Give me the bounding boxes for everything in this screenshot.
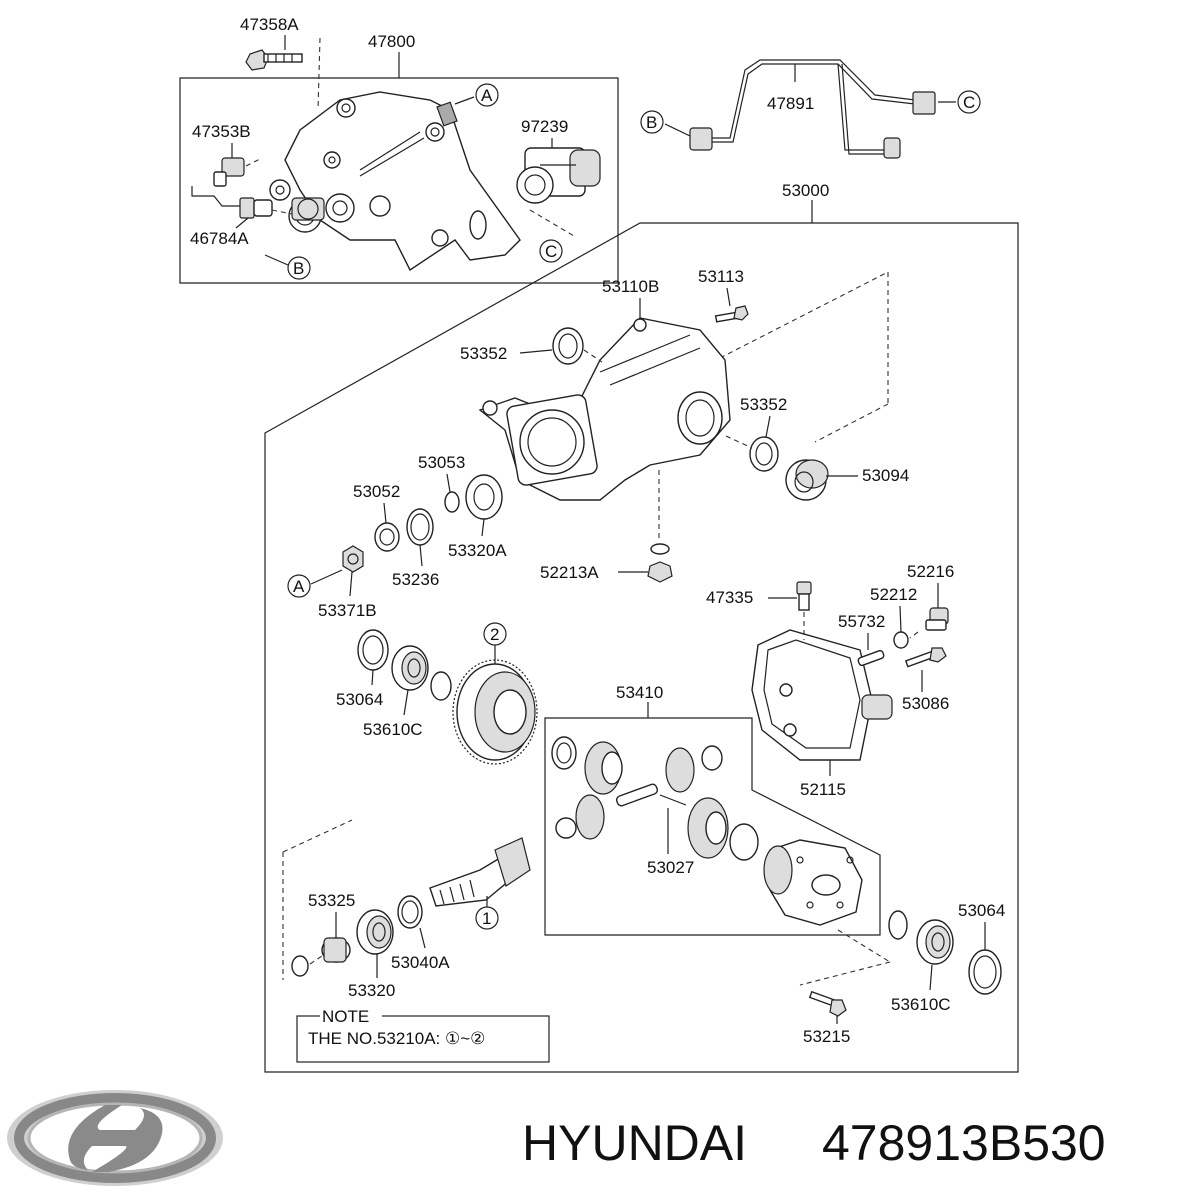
label-52213A: 52213A [540, 563, 599, 582]
ref-marker-A-lower [287, 574, 311, 598]
ref-marker-C-right [957, 90, 981, 114]
label-47358A: 47358A [240, 15, 299, 34]
bearing-53320A [465, 474, 503, 520]
label-47335: 47335 [706, 588, 753, 607]
label-53371B: 53371B [318, 601, 377, 620]
label-53064-left: 53064 [336, 690, 383, 709]
label-53000: 53000 [782, 181, 829, 200]
bolt-47358A [245, 49, 303, 71]
label-53113: 53113 [698, 267, 744, 286]
label-53410: 53410 [616, 683, 663, 702]
carrier-housing-53110B [478, 317, 731, 501]
ref-C-right: C [963, 93, 975, 112]
note-title: NOTE [322, 1007, 369, 1026]
gasket-52213A [650, 543, 670, 555]
label-97239: 97239 [521, 117, 568, 136]
note-box: NOTE THE NO.53210A: ①~② [296, 1006, 550, 1063]
bolt-53215 [808, 990, 847, 1017]
label-53094: 53094 [862, 466, 909, 485]
seal-small-left [291, 955, 309, 977]
ref-A-top: A [481, 86, 493, 105]
ref-1: 1 [482, 909, 491, 928]
rear-cover-52115 [751, 629, 893, 761]
differential-case [763, 839, 863, 926]
bolt-47335 [796, 581, 812, 611]
note-text: THE NO.53210A: ①~② [308, 1029, 485, 1048]
label-47353B: 47353B [192, 122, 251, 141]
label-53610C-right: 53610C [891, 995, 951, 1014]
label-53064-right: 53064 [958, 901, 1005, 920]
transfer-assembly-group: 47800 47358A [179, 15, 619, 284]
plug-52213A [647, 561, 673, 583]
connector-46784A [191, 186, 293, 219]
label-55732: 55732 [838, 612, 885, 631]
box-47800 [179, 77, 619, 284]
label-53086: 53086 [902, 694, 949, 713]
nut-53371B [342, 545, 364, 573]
label-53027: 53027 [647, 858, 694, 877]
transfer-case-body [269, 91, 521, 272]
hyundai-logo [7, 1090, 223, 1186]
ref-marker-C-left [539, 239, 563, 263]
seal-53352-upper [552, 327, 584, 365]
label-53053: 53053 [418, 453, 465, 472]
ref-marker-B-left [287, 256, 311, 280]
ref-C-left: C [545, 242, 557, 261]
label-52115: 52115 [800, 780, 846, 799]
spacer-53052 [374, 522, 400, 552]
pinion-gear [429, 837, 531, 907]
label-53320A: 53320A [448, 541, 507, 560]
ref-B-right: B [646, 113, 657, 132]
bolt-53113 [714, 305, 749, 323]
ring-53053 [444, 491, 460, 513]
ref-2: 2 [490, 625, 499, 644]
ref-B-left: B [293, 259, 304, 278]
label-53110B: 53110B [602, 277, 659, 296]
label-47800: 47800 [368, 32, 415, 51]
differential-assembly-group: 53000 53110B 53113 53352 [264, 181, 1019, 1073]
plug-52216 [925, 607, 949, 631]
label-52212: 52212 [870, 585, 917, 604]
spacer-53325 [321, 937, 351, 963]
label-53040A: 53040A [391, 953, 450, 972]
label-46784A: 46784A [190, 229, 249, 248]
ring-gear [452, 659, 538, 765]
shim-left-small [430, 671, 452, 701]
ref-marker-1 [475, 906, 499, 930]
part-number: 478913B530 [822, 1115, 1106, 1171]
bearing-53610C-left [391, 645, 429, 691]
shim-right-small [888, 910, 908, 940]
actuator-97239 [516, 147, 601, 204]
label-53325: 53325 [308, 891, 355, 910]
washer-52212 [893, 631, 909, 649]
bearing-53320 [356, 909, 394, 955]
label-53352-right: 53352 [740, 395, 787, 414]
label-53236: 53236 [392, 570, 439, 589]
ref-A-lower: A [293, 577, 305, 596]
box-53000 [264, 222, 1019, 1073]
wiring-harness-47891 [689, 59, 936, 159]
bearing-53610C-right [916, 919, 954, 965]
sensor-47353B [213, 157, 263, 187]
label-53352-upper: 53352 [460, 344, 507, 363]
label-47891: 47891 [767, 94, 814, 113]
ref-marker-A-top [475, 83, 499, 107]
diff-gear-set-53410 [544, 702, 881, 936]
label-53320: 53320 [348, 981, 395, 1000]
ref-marker-B-right [640, 110, 664, 134]
seal-53352-right [749, 436, 779, 472]
pin-55732 [857, 649, 885, 667]
label-52216: 52216 [907, 562, 954, 581]
bolt-53086 [904, 647, 947, 668]
brand-name: HYUNDAI [522, 1115, 747, 1171]
label-53052: 53052 [353, 482, 400, 501]
flange-53094 [785, 459, 829, 501]
label-53215: 53215 [803, 1027, 850, 1046]
label-53610C-left: 53610C [363, 720, 423, 739]
